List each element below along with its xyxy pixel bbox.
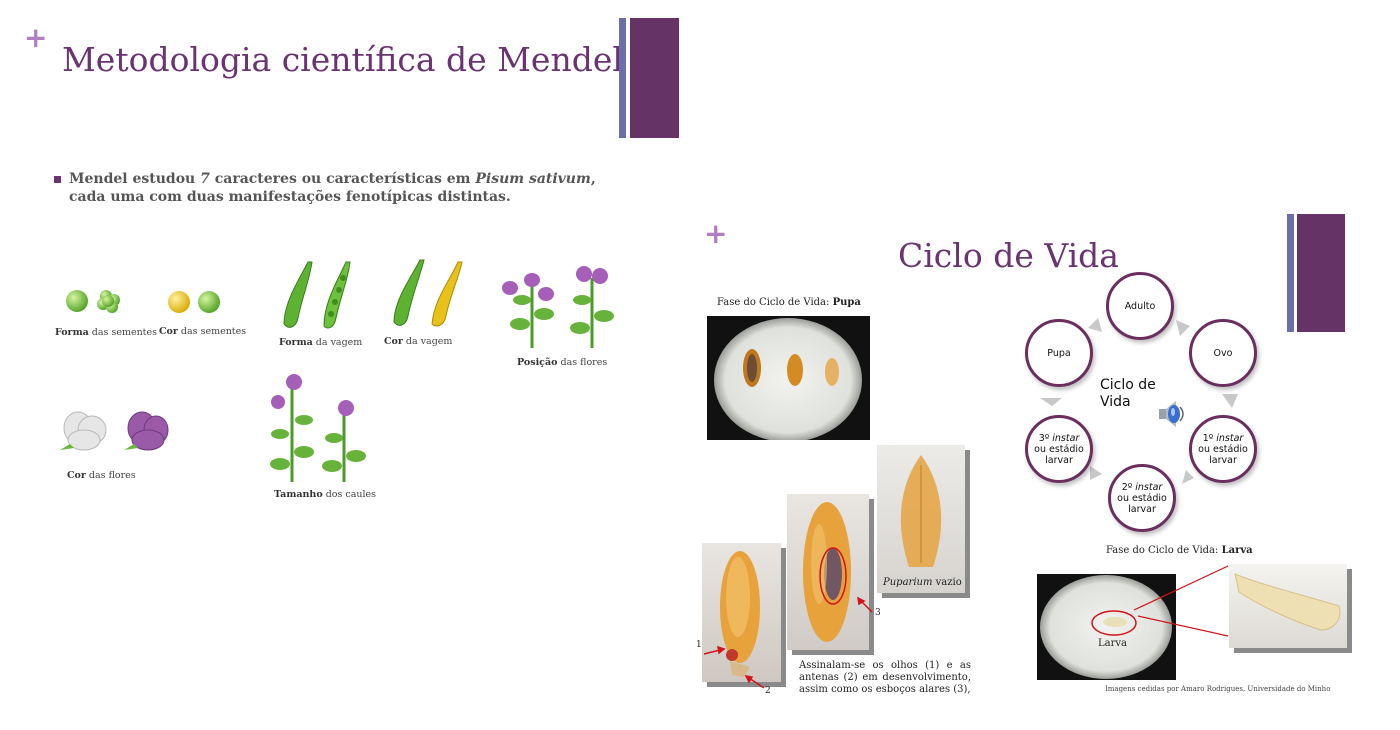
cycle-node-pupa: Pupa (1025, 319, 1093, 387)
pupa-specimen-photo-1 (702, 543, 781, 682)
stem-height-illustration (270, 374, 366, 482)
marker-2: 2 (765, 686, 771, 696)
trait-caption: Tamanho dos caules (274, 489, 377, 500)
bullet-text: Mendel estudou 7 caracteres ou caracterí… (69, 171, 596, 205)
larva-photo (1037, 574, 1176, 680)
pod-color-illustration (393, 259, 463, 327)
pupa-photo (707, 316, 870, 442)
marker-1: 1 (696, 640, 702, 650)
zoom-connector-lines (1133, 565, 1229, 637)
larva-zoom-photo (1229, 564, 1347, 648)
cycle-node-ovo: Ovo (1189, 319, 1257, 387)
plus-decoration: + (704, 217, 728, 250)
seed-color-illustration (168, 291, 220, 313)
seed-shape-illustration (66, 290, 120, 313)
annotation-arrows (703, 596, 873, 689)
pupa-caption: Fase do Ciclo de Vida: Pupa (717, 297, 861, 308)
larva-caption: Fase do Ciclo de Vida: Larva (1106, 545, 1253, 556)
pupa-description: Assinalam-se os olhos (1) e as antenas (… (799, 660, 971, 695)
image-credits: Imagens cedidas por Amaro Rodrigues, Uni… (1105, 685, 1331, 693)
trait-caption: Cor das sementes (159, 326, 247, 337)
cycle-node-adulto: Adulto (1106, 272, 1174, 340)
pupa-specimen-photo-2 (787, 494, 869, 650)
cycle-arrows (1040, 318, 1238, 484)
slide2-title: Ciclo de Vida (898, 236, 1119, 275)
marker-3: 3 (875, 608, 881, 618)
larva-label: Larva (1098, 638, 1127, 649)
trait-caption: Cor da vagem (384, 336, 453, 347)
title-accent-bar-thin (1287, 214, 1294, 332)
speaker-icon[interactable] (1156, 398, 1190, 430)
title-accent-bar-thin (619, 18, 626, 138)
bullet-marker (54, 176, 61, 183)
plus-decoration: + (24, 21, 48, 54)
flower-position-illustration (502, 266, 614, 348)
title-accent-bar (630, 18, 679, 138)
title-accent-bar (1297, 214, 1345, 332)
puparium-photo (877, 445, 965, 593)
pod-shape-illustration (283, 261, 351, 329)
cycle-center-label: Ciclo de Vida (1100, 377, 1156, 410)
trait-caption: Forma da vagem (279, 337, 363, 348)
puparium-caption: Puparium vazio (883, 577, 962, 588)
trait-caption: Posição das flores (517, 357, 608, 368)
slide1-title: Metodologia científica de Mendel (62, 40, 623, 79)
trait-caption: Forma das sementes (55, 327, 158, 338)
trait-caption: Cor das flores (67, 470, 136, 481)
flower-color-illustration (60, 411, 169, 451)
